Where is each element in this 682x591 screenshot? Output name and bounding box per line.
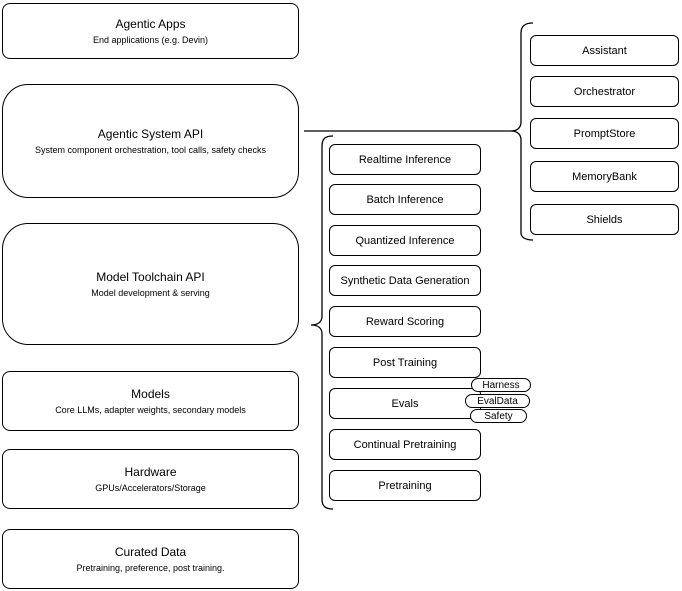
node-label: Continual Pretraining (353, 438, 457, 451)
node-promptstore: PromptStore (530, 118, 679, 149)
node-reward-scoring: Reward Scoring (329, 306, 481, 337)
node-subtitle: End applications (e.g. Devin) (92, 34, 209, 45)
node-model-toolchain-api: Model Toolchain API Model development & … (2, 223, 299, 345)
node-label: Batch Inference (366, 193, 444, 206)
node-memorybank: MemoryBank (530, 161, 679, 192)
node-label: Pretraining (378, 479, 432, 492)
node-pretraining: Pretraining (329, 470, 481, 501)
node-batch-inference: Batch Inference (329, 184, 481, 215)
node-title: Curated Data (114, 544, 187, 559)
node-subtitle: System component orchestration, tool cal… (34, 144, 267, 155)
tag-label: EvalData (477, 395, 518, 407)
node-models: Models Core LLMs, adapter weights, secon… (2, 371, 299, 431)
node-agentic-system-api: Agentic System API System component orch… (2, 84, 299, 198)
node-realtime-inference: Realtime Inference (329, 144, 481, 175)
node-synthetic-data-generation: Synthetic Data Generation (329, 265, 481, 296)
node-agentic-apps: Agentic Apps End applications (e.g. Devi… (2, 3, 299, 59)
node-title: Hardware (124, 464, 177, 479)
node-title: Agentic Apps (115, 16, 186, 31)
node-label: MemoryBank (572, 170, 637, 183)
node-hardware: Hardware GPUs/Accelerators/Storage (2, 449, 299, 509)
node-label: Evals (391, 397, 419, 410)
node-orchestrator: Orchestrator (530, 76, 679, 107)
node-label: Reward Scoring (365, 315, 445, 328)
node-assistant: Assistant (530, 35, 679, 66)
node-curated-data: Curated Data Pretraining, preference, po… (2, 529, 299, 589)
node-label: Realtime Inference (358, 153, 452, 166)
node-label: Quantized Inference (355, 234, 455, 247)
node-subtitle: Core LLMs, adapter weights, secondary mo… (55, 404, 246, 415)
node-label: PromptStore (573, 127, 636, 140)
tag-label: Safety (484, 410, 513, 422)
node-title: Model Toolchain API (96, 269, 205, 284)
node-label: Post Training (372, 356, 438, 369)
node-subtitle: GPUs/Accelerators/Storage (95, 482, 206, 493)
tag-evaldata: EvalData (465, 394, 530, 408)
node-label: Shields (586, 213, 623, 226)
node-quantized-inference: Quantized Inference (329, 225, 481, 256)
node-evals: Evals (329, 388, 481, 419)
node-title: Models (131, 386, 170, 401)
node-label: Orchestrator (573, 85, 636, 98)
node-label: Assistant (582, 44, 627, 57)
node-post-training: Post Training (329, 347, 481, 378)
node-label: Synthetic Data Generation (340, 274, 470, 287)
node-continual-pretraining: Continual Pretraining (329, 429, 481, 460)
node-title: Agentic System API (97, 126, 204, 141)
node-subtitle: Model development & serving (91, 287, 210, 298)
node-shields: Shields (530, 204, 679, 235)
node-subtitle: Pretraining, preference, post training. (76, 562, 225, 573)
tag-harness: Harness (471, 378, 531, 392)
tag-label: Harness (482, 379, 520, 391)
tag-safety: Safety (470, 409, 527, 423)
